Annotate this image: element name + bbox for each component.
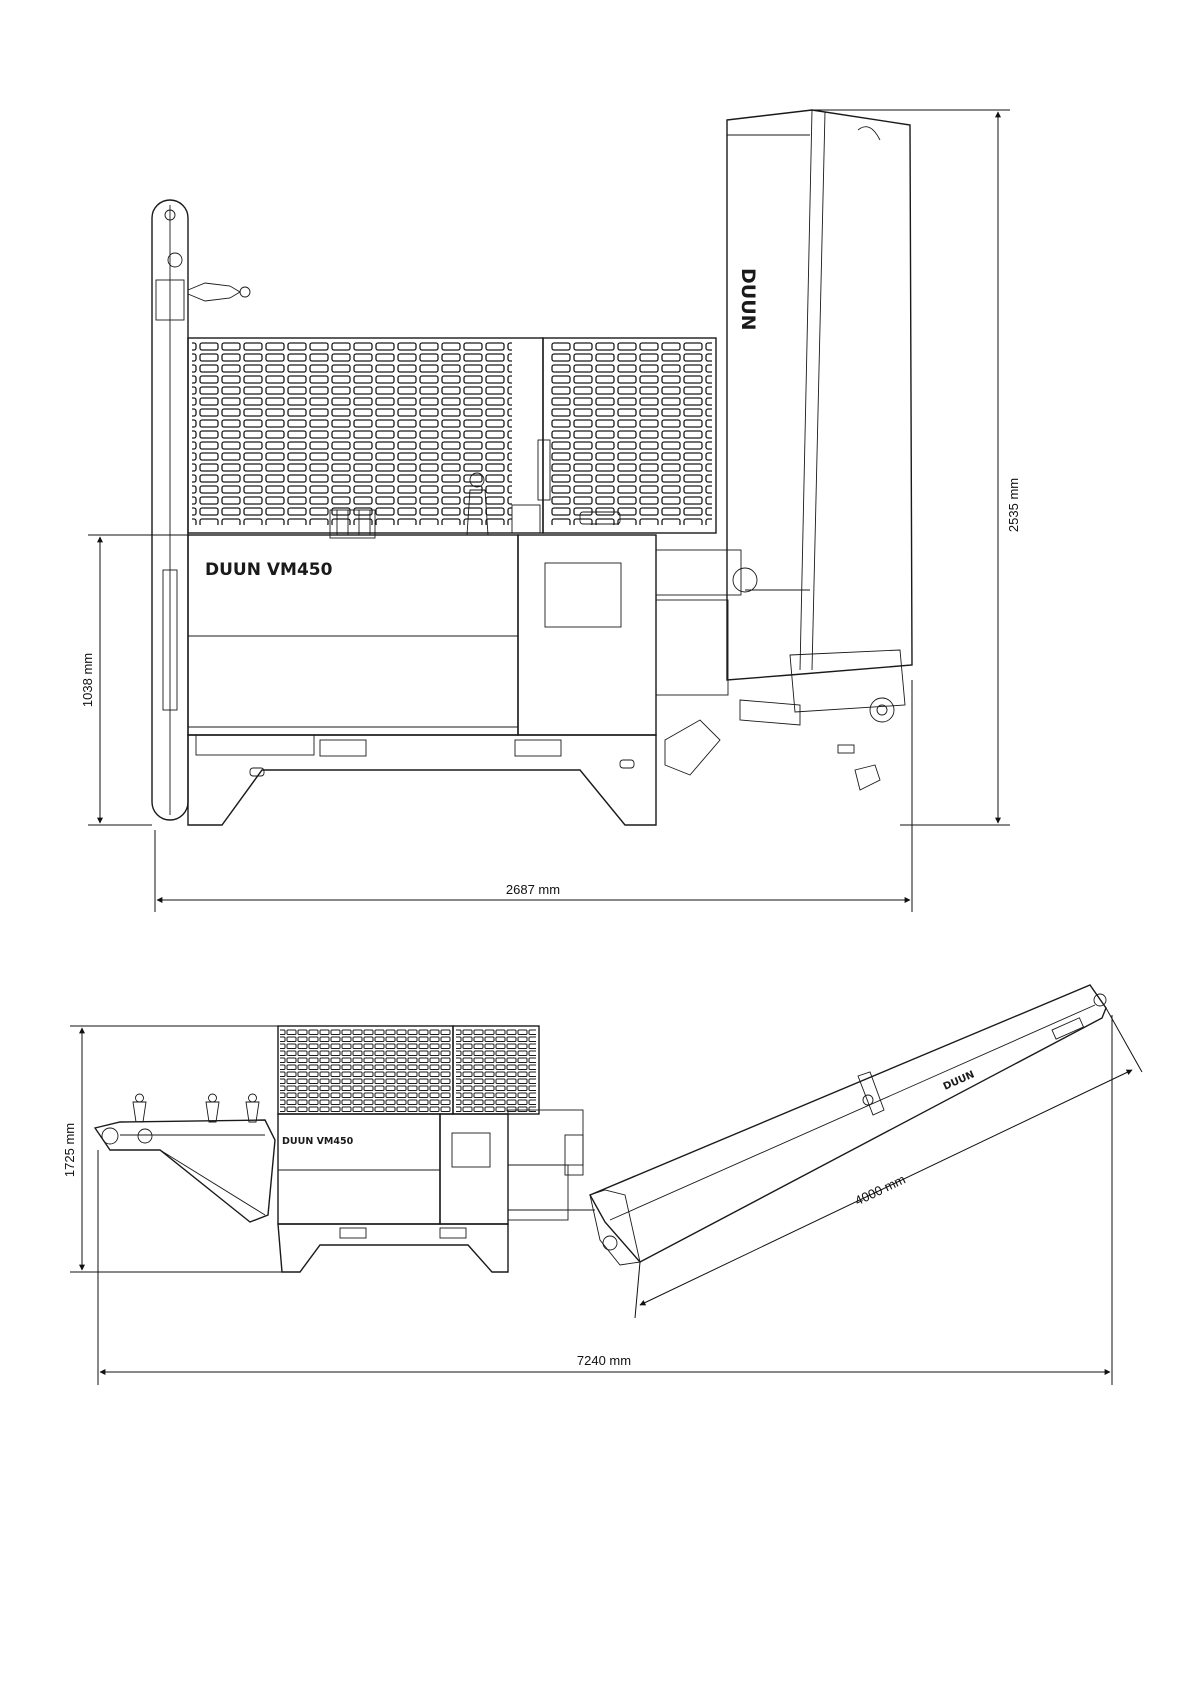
- dimension-conveyor-length: 4000 mm: [852, 1172, 907, 1209]
- machine-body: DUUN VM450: [188, 535, 656, 825]
- dimension-total-length: 2687 mm: [506, 882, 560, 897]
- top-view-machine: DUUN VM450 DUUN: [152, 110, 912, 825]
- infeed-table: [95, 1094, 275, 1222]
- dimension-height: 1725 mm: [62, 1123, 77, 1177]
- conveyor-mark: DUUN: [737, 268, 759, 331]
- brand-mark: DUUN VM450: [205, 560, 333, 580]
- bottom-view-machine: DUUN VM450 DUUN: [95, 985, 1106, 1272]
- dimension-overall-length: 7240 mm: [577, 1353, 631, 1368]
- dimension-table-height: 1038 mm: [80, 653, 95, 707]
- bottom-machine-body: DUUN VM450: [278, 1110, 595, 1272]
- outfeed-conveyor-extended: DUUN: [590, 985, 1106, 1265]
- dimension-total-height: 2535 mm: [1006, 478, 1021, 532]
- safety-grille: [188, 338, 716, 538]
- bottom-brand-mark: DUUN VM450: [282, 1136, 354, 1147]
- bottom-conveyor-mark: DUUN: [942, 1069, 977, 1092]
- bottom-view-dimensions: 1725 mm 4000 mm 7240 mm: [62, 1008, 1142, 1385]
